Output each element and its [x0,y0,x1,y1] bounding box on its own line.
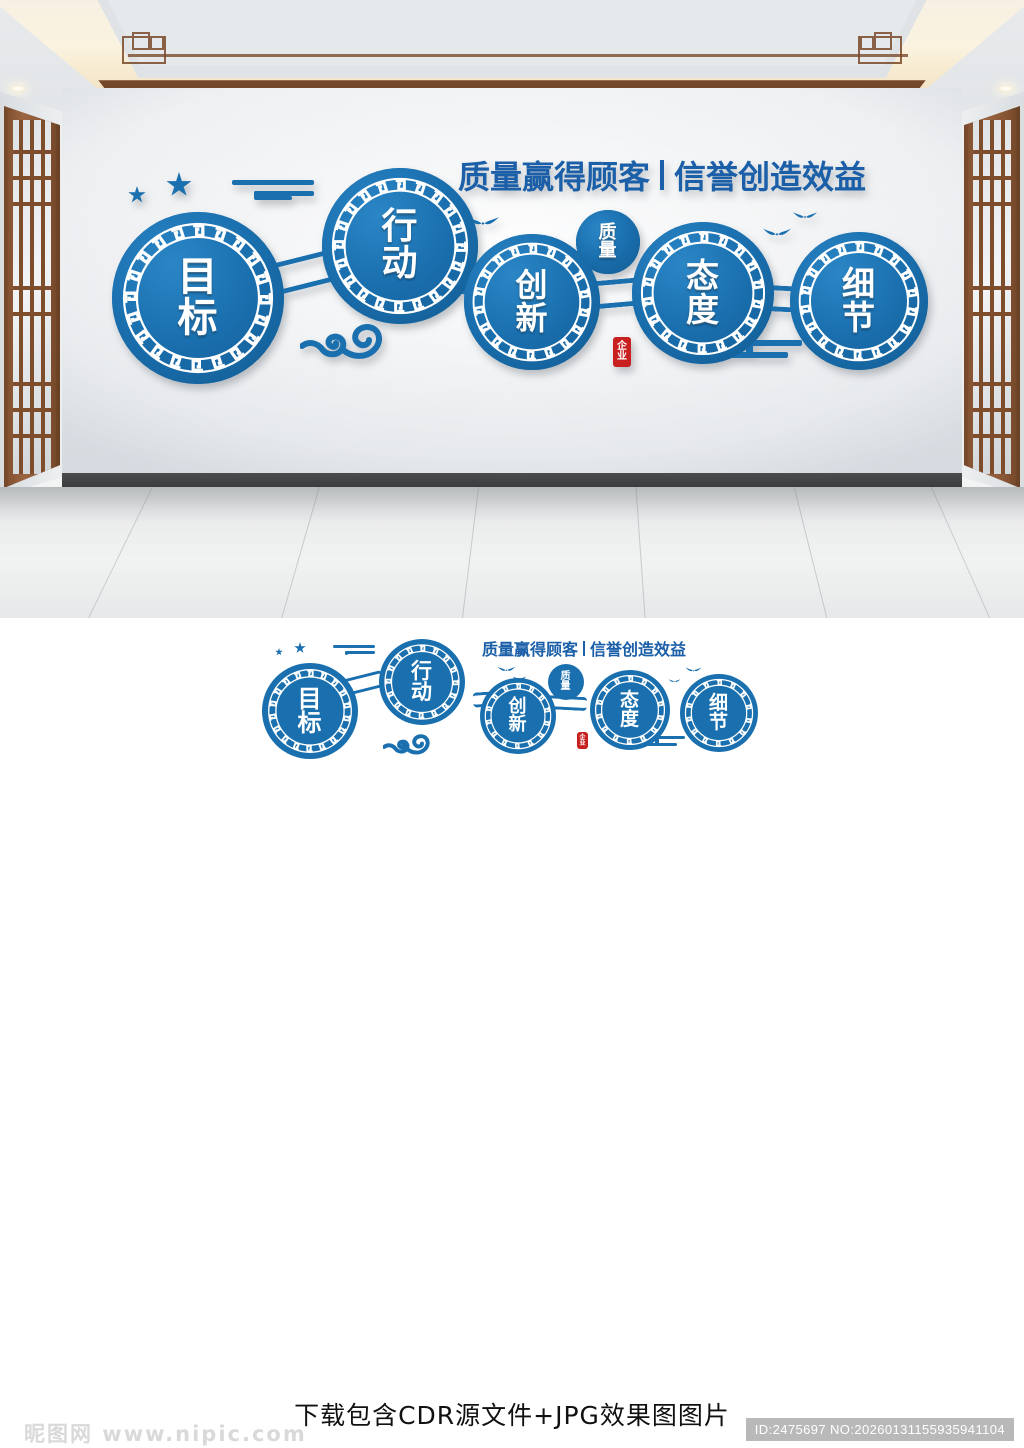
flat-circle-innovate[interactable]: 创 新 [480,678,556,754]
circle-quality-label: 质 量 [576,210,640,274]
site-watermark: 昵图网 www.nipic.com [24,1422,307,1446]
meander-border-detail [798,240,920,362]
screenshot-root: 质量赢得顾客 信誉创造效益 [0,0,1024,834]
flat-headline-left: 质量赢得顾客 [482,640,579,659]
flat-headline: 质量赢得顾客 信誉创造效益 [482,636,686,660]
lattice-glass-left [13,120,51,474]
flat-circle-attitude[interactable]: 态 度 [590,670,670,750]
flat-meander-action [384,644,460,720]
flat-headline-right: 信誉创造效益 [590,640,687,659]
floor-reflection [0,487,1024,523]
flat-seal-char-top: 企 [579,733,586,741]
circle-detail[interactable]: 细 节 [790,232,928,370]
lattice-screen-right [964,106,1020,488]
culture-wall-graphic: 质量赢得顾客 信誉创造效益 [0,0,1024,520]
flat-circle-goal[interactable]: 目 标 [262,663,358,759]
bird-icon-3 [763,228,791,236]
flat-meander-innovate [484,682,552,750]
flat-headline-divider [583,640,586,656]
floor [0,487,1024,618]
flat-cloud-motif [383,734,430,755]
flat-circle-quality-label: 质 量 [560,670,572,692]
flat-circle-quality[interactable]: 质 量 [548,664,584,700]
circle-action-char-1: 行 [381,206,419,248]
circle-attitude-char-1: 态 [686,256,720,296]
flat-circle-action[interactable]: 行 动 [379,639,465,725]
circle-quality-char-1: 质 [598,221,618,243]
meander-border-attitude [640,230,766,356]
flat-red-seal: 企 业 [577,732,588,749]
circle-innovate-char-2: 新 [515,299,549,337]
flat-line-cloud [633,736,685,749]
circle-detail-char-1: 细 [842,264,876,304]
circle-detail-label: 细 节 [790,232,928,370]
circle-quality-char-2: 量 [598,240,618,261]
meander-border-goal [122,222,274,374]
flat-bird-4 [668,679,681,683]
flat-star-small [275,648,283,656]
circle-goal-char-2: 标 [177,295,219,341]
circle-innovate-char-1: 创 [515,266,549,305]
seal-char-top: 企 [617,341,627,352]
flat-artwork: 质量赢得顾客 信誉创造效益 [250,636,790,766]
flat-bird-1 [497,666,516,672]
headline-right-text: 信誉创造效益 [674,158,867,196]
flat-circle-detail-label: 细 节 [708,691,729,733]
headline: 质量赢得顾客 信誉创造效益 [458,152,866,198]
circle-action-char-2: 动 [381,243,419,284]
meander-border-innovate [472,242,592,362]
circle-quality[interactable]: 质 量 [576,210,640,274]
circle-detail-char-2: 节 [842,298,876,337]
flat-star-large [294,642,306,653]
flat-circle-attitude-label: 态 度 [619,688,640,730]
circle-innovate[interactable]: 创 新 [464,234,600,370]
baseboard [62,473,962,487]
room-scene: 质量赢得顾客 信誉创造效益 [0,0,1024,618]
line-cloud-icon [706,340,802,364]
downlight-7 [998,85,1014,92]
ceiling-trim-line-left [128,54,908,57]
circle-attitude-char-2: 度 [686,290,720,329]
headline-divider [660,160,665,190]
circle-innovate-label: 创 新 [464,234,600,370]
bird-icon-4 [793,212,817,219]
ceiling-lattice-ornament-left [122,32,166,64]
asset-id-badge: ID:2475697 NO:20260131155935941104 [745,1418,1014,1441]
circle-attitude-label: 态 度 [632,222,774,364]
lattice-screen-left [4,106,60,488]
star-icon-large [166,172,192,196]
meander-border-action [331,177,469,315]
flat-meander-attitude [594,674,666,746]
star-icon-small [128,186,146,203]
circle-attitude[interactable]: 态 度 [632,222,774,364]
seal-char-bottom: 业 [617,351,627,362]
flat-preview-strip: 质量赢得顾客 信誉创造效益 [0,618,1024,1446]
circle-action[interactable]: 行 动 [322,168,478,324]
circle-goal-label: 目 标 [112,212,284,384]
cloud-motif-icon [300,324,383,359]
headline-left-text: 质量赢得顾客 [458,158,651,196]
flat-meander-detail [684,678,754,748]
bird-icon-1 [467,217,499,225]
flat-line-motif [333,645,375,656]
flat-seal-char-bottom: 业 [579,739,586,747]
circle-goal[interactable]: 目 标 [112,212,284,384]
line-motif-icon [232,180,314,202]
flat-circle-innovate-label: 创 新 [508,695,528,735]
circle-action-label: 行 动 [322,168,478,324]
circle-goal-char-1: 目 [177,254,219,301]
flat-bird-3 [685,667,702,672]
flat-circle-action-label: 行 动 [411,658,433,704]
flat-circle-goal-label: 目 标 [297,684,323,737]
lattice-glass-right [973,120,1011,474]
flat-circle-detail[interactable]: 细 节 [680,674,758,752]
red-seal-stamp: 企 业 [613,337,631,367]
flat-meander-goal [268,669,352,753]
downlight-6 [10,85,26,92]
